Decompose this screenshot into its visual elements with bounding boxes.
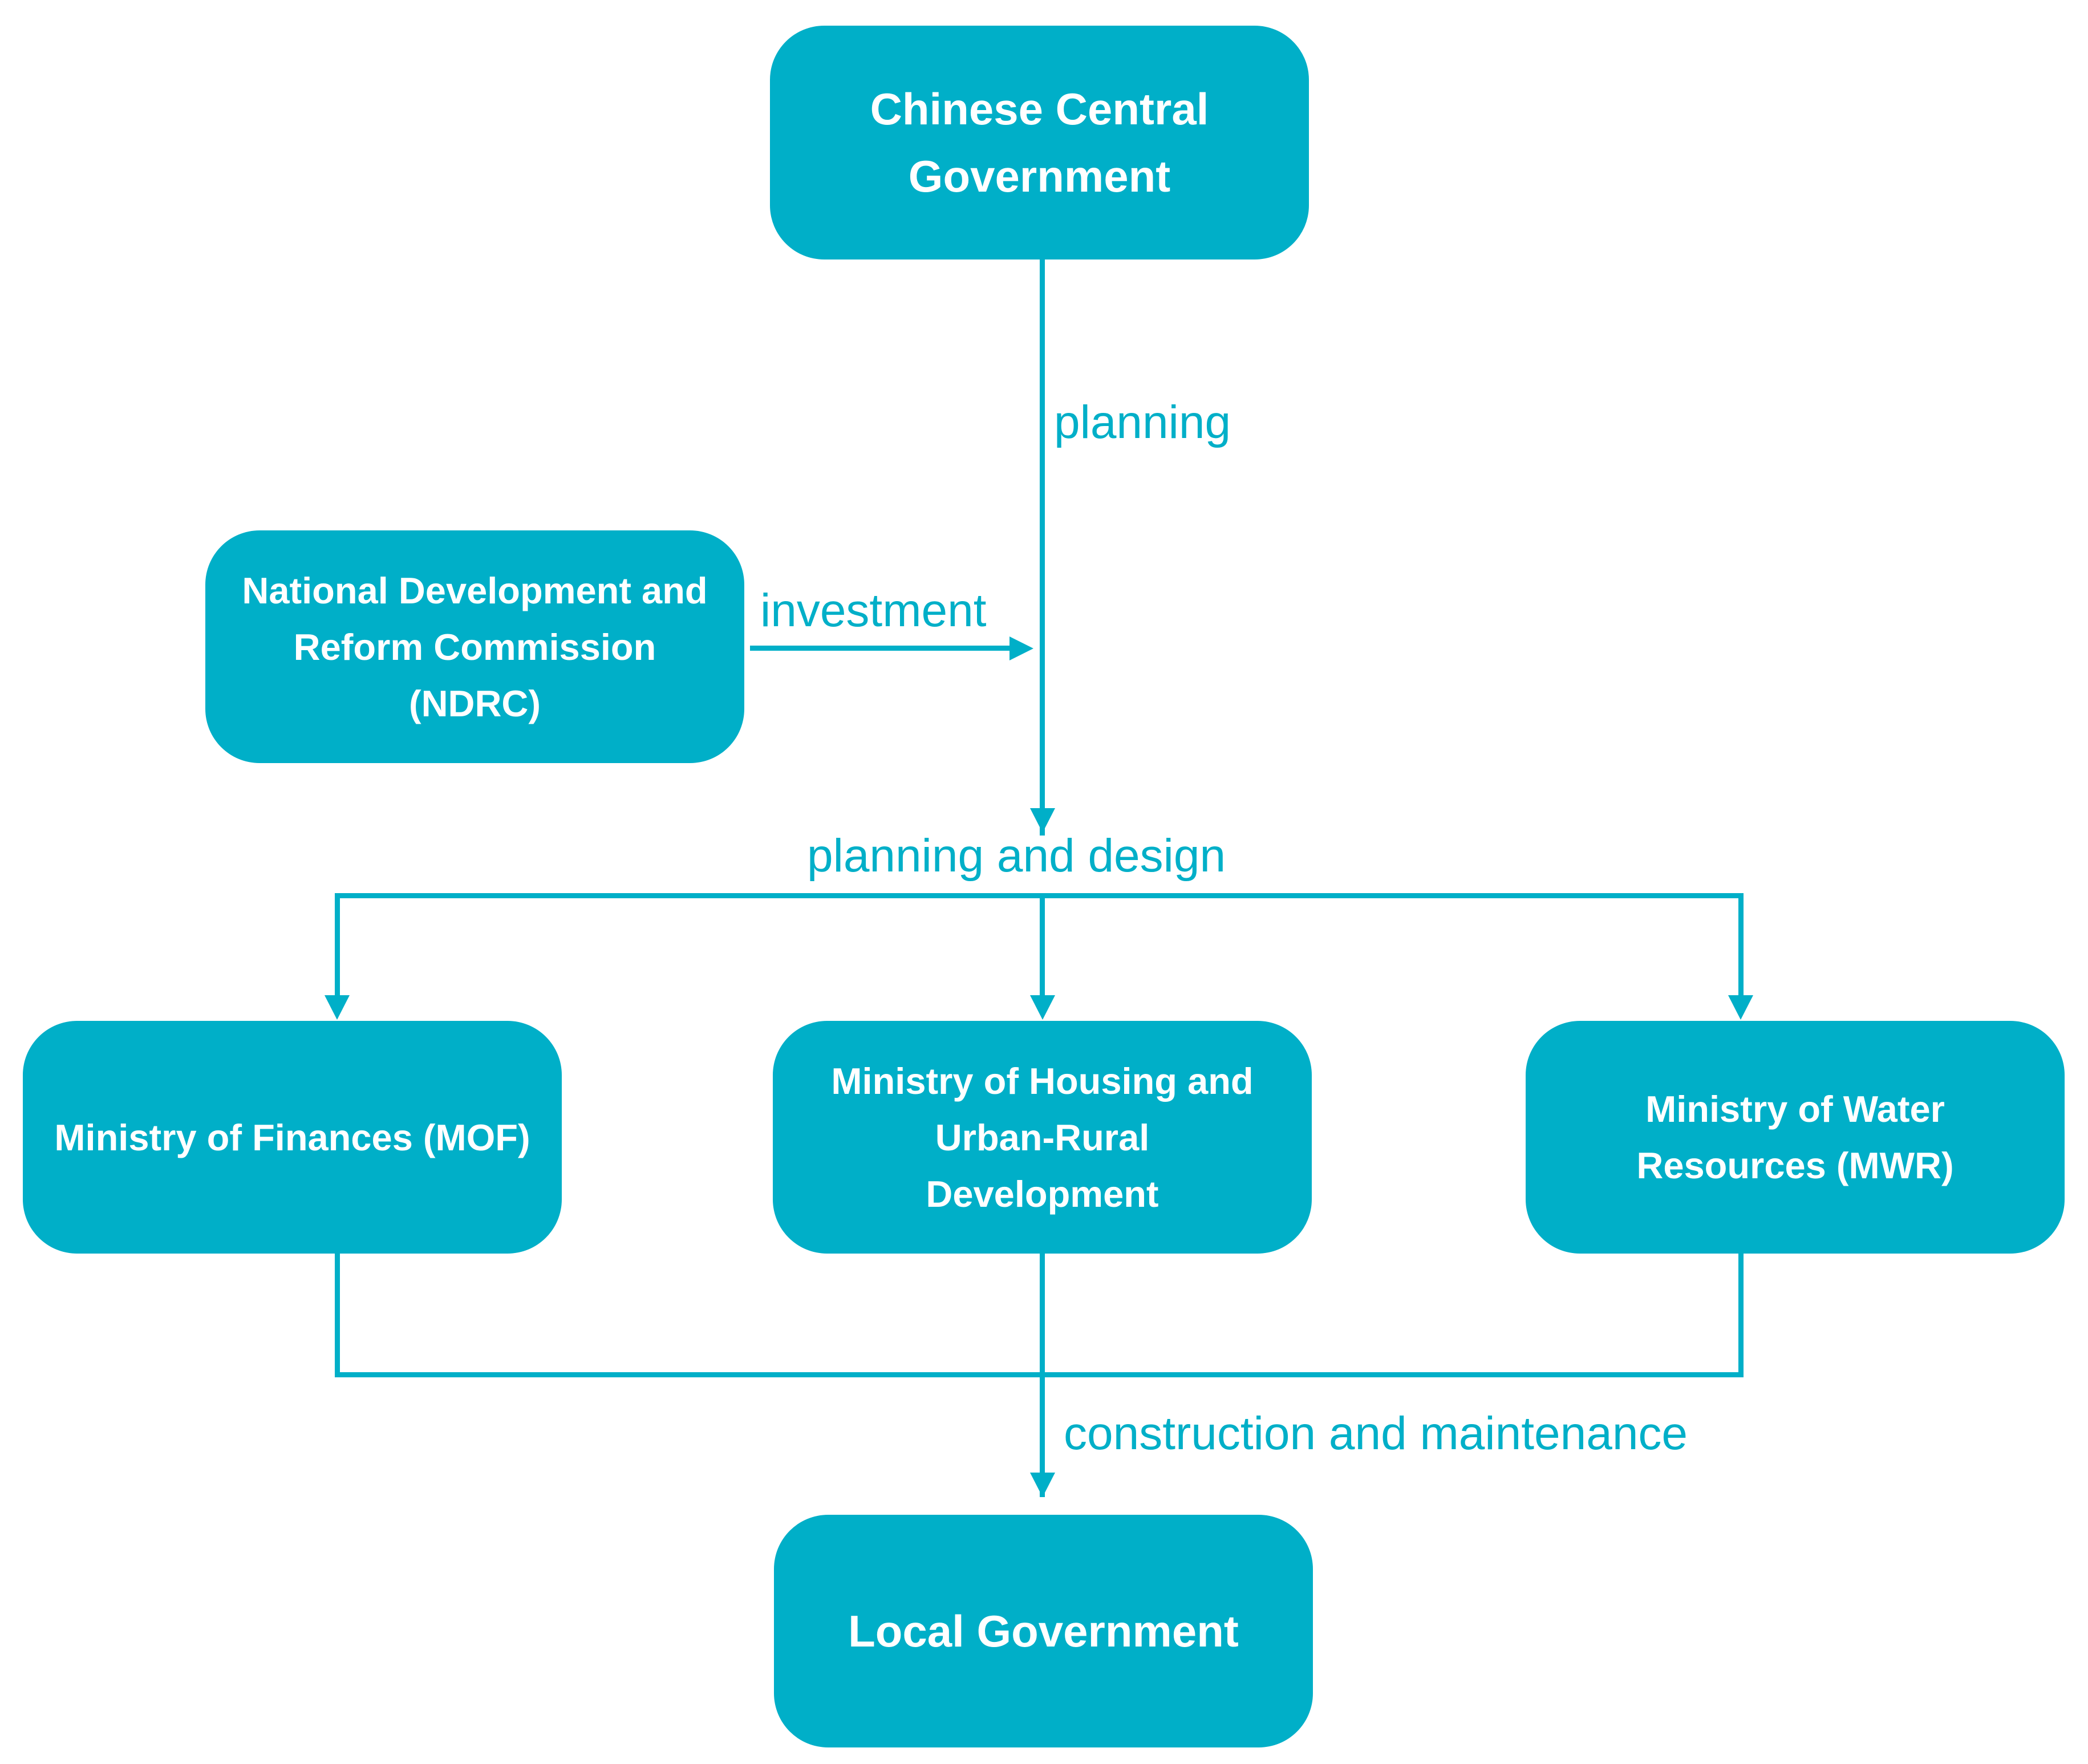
- branch-center-line: [1040, 893, 1045, 1001]
- mohurd-label-line-1: Ministry of Housing and: [831, 1060, 1254, 1102]
- mwr-box: Ministry of Water Resources (MWR): [1526, 1021, 2065, 1254]
- collect-right-line: [1738, 1252, 1744, 1377]
- ndrc-label-line-1: National Development and: [242, 569, 708, 611]
- central-government-box: Chinese Central Government: [770, 26, 1309, 259]
- mof-label: Ministry of Finances (MOF): [54, 1116, 530, 1158]
- planning-label: planning: [1054, 396, 1231, 448]
- ndrc-box: National Development and Reform Commissi…: [205, 530, 744, 763]
- branch-left-line: [335, 893, 340, 1001]
- collect-arrowhead: [1030, 1473, 1055, 1497]
- branch-left-arrowhead: [325, 995, 350, 1020]
- mwr-label-line-1: Ministry of Water: [1645, 1088, 1945, 1130]
- mof-box: Ministry of Finances (MOF): [23, 1021, 562, 1254]
- investment-arrowhead: [1009, 636, 1033, 660]
- collect-horizontal-line: [335, 1372, 1744, 1377]
- mwr-label-line-2: Resources (MWR): [1636, 1145, 1954, 1186]
- ndrc-label-line-3: (NDRC): [408, 682, 541, 724]
- branch-center-arrowhead: [1030, 995, 1055, 1020]
- investment-line: [750, 646, 1012, 651]
- collect-left-line: [335, 1252, 340, 1377]
- mohurd-label-line-3: Development: [926, 1173, 1159, 1215]
- collect-center-line: [1040, 1252, 1045, 1497]
- local-government-label: Local Government: [848, 1606, 1239, 1656]
- central-government-label-line-2: Government: [908, 151, 1171, 201]
- local-government-box: Local Government: [774, 1515, 1313, 1747]
- trunk-line: [1040, 259, 1045, 836]
- branch-right-arrowhead: [1728, 995, 1753, 1020]
- distribution-line: [335, 893, 1744, 898]
- central-government-label-line-1: Chinese Central: [870, 84, 1209, 134]
- trunk-arrowhead: [1030, 808, 1055, 833]
- mohurd-label-line-2: Urban-Rural: [935, 1116, 1150, 1158]
- planning-and-design-label: planning and design: [807, 830, 1226, 882]
- construction-and-maintenance-label: construction and maintenance: [1064, 1408, 1688, 1459]
- mohurd-box: Ministry of Housing and Urban-Rural Deve…: [773, 1021, 1312, 1254]
- ndrc-label-line-2: Reform Commission: [293, 626, 656, 668]
- investment-label: investment: [760, 585, 987, 636]
- branch-right-line: [1738, 893, 1744, 1001]
